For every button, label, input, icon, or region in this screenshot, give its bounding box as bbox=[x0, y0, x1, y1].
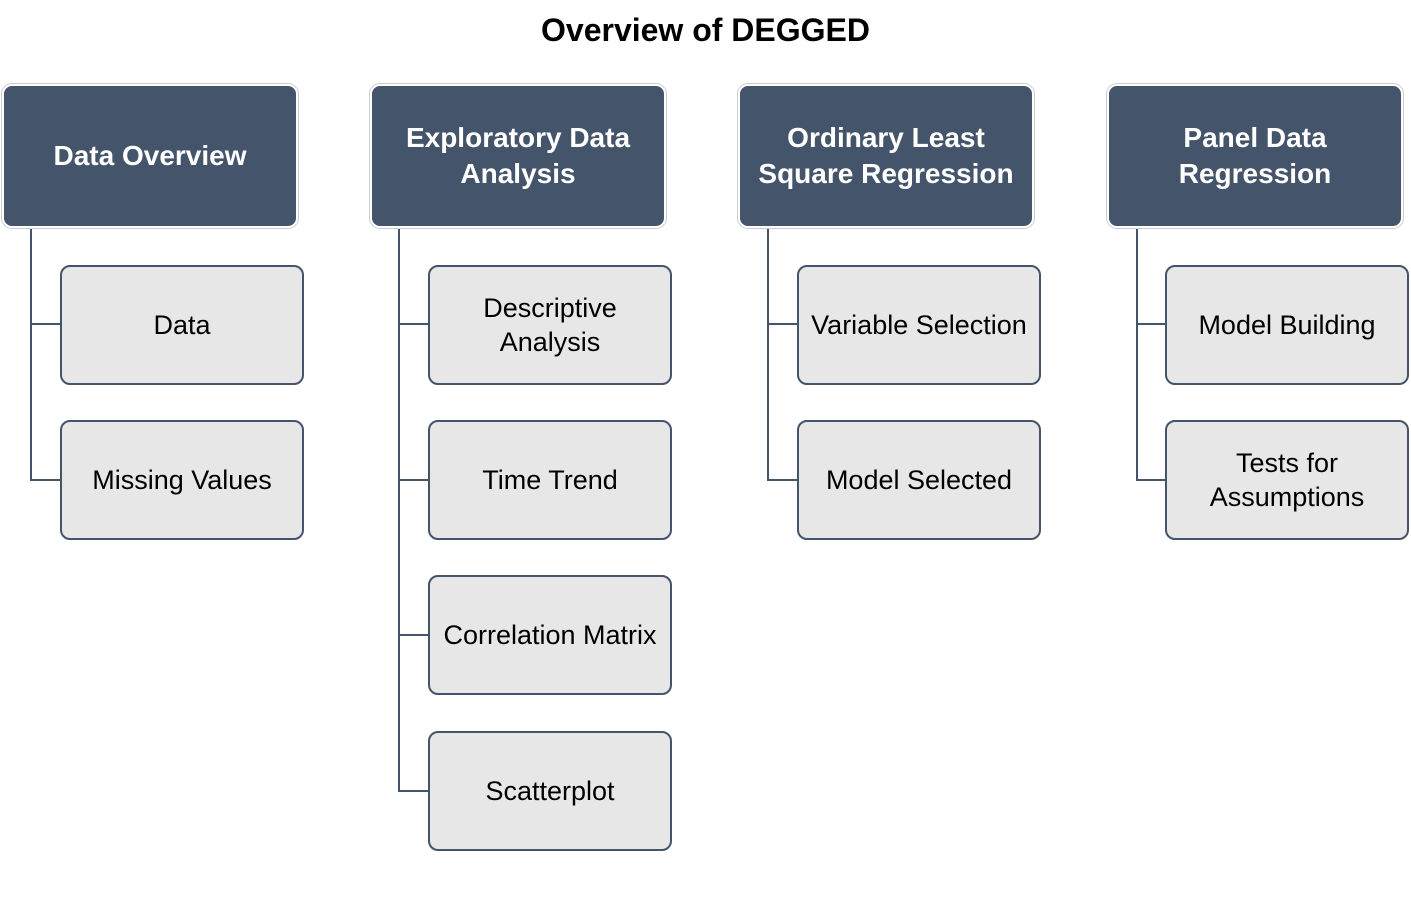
connector-branch bbox=[398, 634, 430, 636]
connector-branch bbox=[30, 479, 62, 481]
node-tests-for-assumptions: Tests for Assumptions bbox=[1165, 420, 1409, 540]
connector-trunk bbox=[30, 229, 32, 481]
connector-branch bbox=[767, 479, 799, 481]
node-data: Data bbox=[60, 265, 304, 385]
node-model-building: Model Building bbox=[1165, 265, 1409, 385]
connector-branch bbox=[767, 323, 799, 325]
connector-trunk bbox=[1136, 229, 1138, 481]
node-time-trend: Time Trend bbox=[428, 420, 672, 540]
node-variable-selection: Variable Selection bbox=[797, 265, 1041, 385]
heading-panel-data-regression: Panel Data Regression bbox=[1107, 84, 1403, 228]
connector-branch bbox=[30, 323, 62, 325]
heading-exploratory-data-analysis: Exploratory Data Analysis bbox=[370, 84, 666, 228]
node-descriptive-analysis: Descriptive Analysis bbox=[428, 265, 672, 385]
connector-branch bbox=[1136, 479, 1168, 481]
connector-branch bbox=[398, 323, 430, 325]
heading-ols-regression: Ordinary Least Square Regression bbox=[738, 84, 1034, 228]
connector-trunk bbox=[398, 229, 400, 792]
node-scatterplot: Scatterplot bbox=[428, 731, 672, 851]
node-model-selected: Model Selected bbox=[797, 420, 1041, 540]
connector-branch bbox=[1136, 323, 1168, 325]
connector-trunk bbox=[767, 229, 769, 481]
diagram-title: Overview of DEGGED bbox=[541, 12, 870, 48]
node-correlation-matrix: Correlation Matrix bbox=[428, 575, 672, 695]
connector-branch bbox=[398, 790, 430, 792]
heading-data-overview: Data Overview bbox=[2, 84, 298, 228]
node-missing-values: Missing Values bbox=[60, 420, 304, 540]
connector-branch bbox=[398, 479, 430, 481]
